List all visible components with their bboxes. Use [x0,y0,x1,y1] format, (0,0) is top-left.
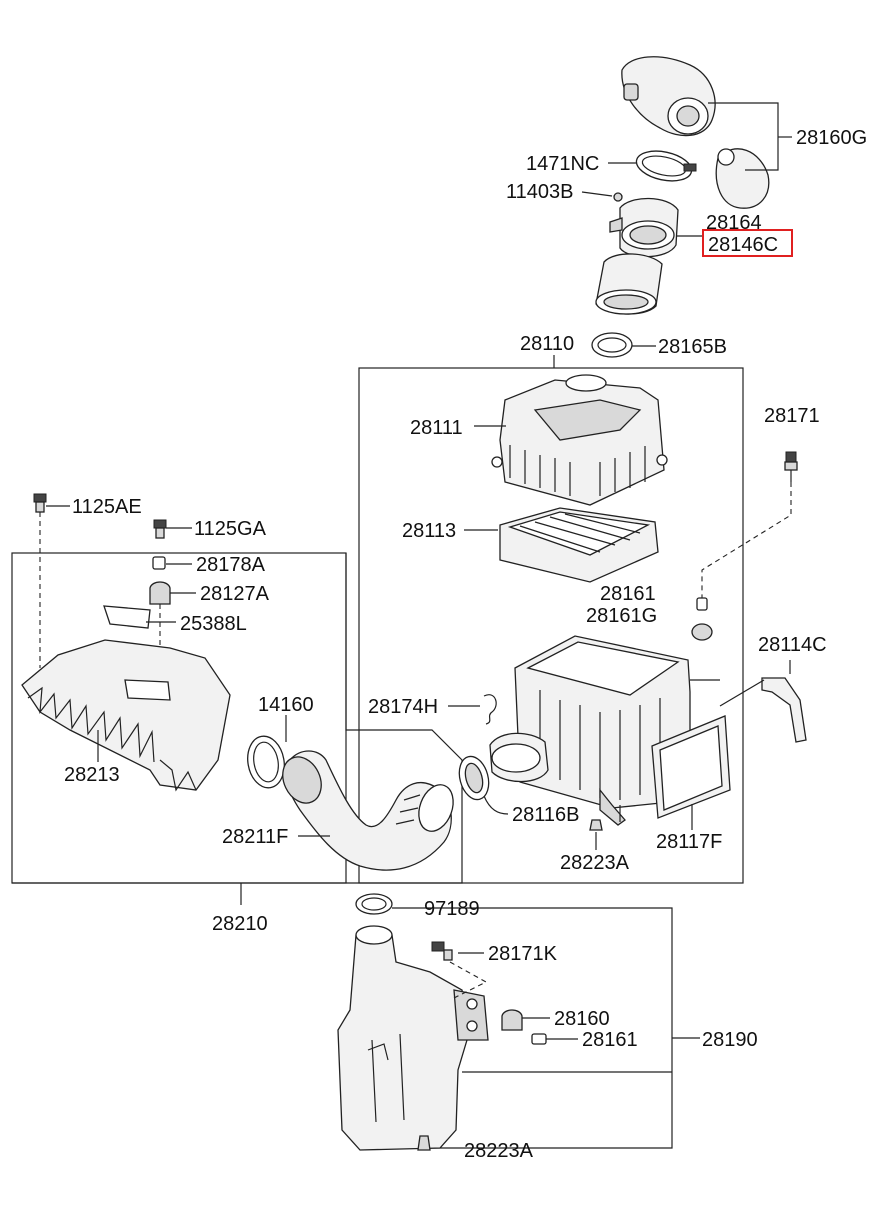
label-28174H: 28174H [368,696,438,718]
group-frames [11,355,744,905]
label-28165B: 28165B [658,336,727,358]
label-28161G: 28161G [586,605,657,627]
part-28165B-gasket [591,332,633,358]
part-28116B-seal [458,755,490,801]
label-25388L: 25388L [180,613,247,635]
label-28190: 28190 [702,1029,758,1051]
label-28178A: 28178A [196,554,266,576]
label-28161-bottom: 28161 [582,1029,638,1051]
label-28110: 28110 [520,333,574,355]
label-28223A-top: 28223A [560,852,630,874]
part-28171-bolt [784,451,798,482]
label-1125AE: 1125AE [72,496,142,518]
label-28127A: 28127A [200,583,270,605]
part-28160-grommet [501,1009,523,1031]
part-28164-sensor [609,197,679,258]
label-28171: 28171 [764,405,820,427]
label-28146C: 28146C [708,234,778,256]
part-28213-engine-cover [21,639,231,792]
frame-28110 [358,367,744,884]
label-28113: 28113 [402,520,456,542]
part-28223A-bolt-top [589,819,603,831]
part-11403B-bolt [613,192,623,202]
label-11403B: 11403B [506,181,573,203]
label-28111: 28111 [410,417,463,439]
part-97189-seal [355,893,393,915]
part-28113-filter-element [499,507,659,583]
label-28160: 28160 [554,1008,610,1030]
label-28164: 28164 [706,212,762,234]
part-1471NC-clamp [635,150,697,182]
part-1125GA-bolt [153,519,167,539]
label-14160: 14160 [258,694,314,716]
label-28223A-bottom: 28223A [464,1140,534,1162]
label-1125GA: 1125GA [194,518,267,540]
label-28117F: 28117F [656,831,722,853]
part-28161-spacer-bottom [531,1033,547,1045]
part-28160G-resonator [621,56,770,209]
part-28178A-spacer [152,556,166,570]
part-28117F-filter-door [651,715,731,819]
part-28114C-bracket [761,677,807,743]
label-1471NC: 1471NC [526,153,599,175]
label-28114C: 28114C [758,634,827,656]
part-28146C-duct [595,253,663,315]
label-28116B: 28116B [512,804,579,826]
part-14160-clamp [247,735,285,789]
labels: 28160G 1471NC 11403B 28164 28146C 28110 … [64,127,867,1162]
label-28160G: 28160G [796,127,867,149]
part-28223A-bolt-bottom [417,1135,431,1151]
part-25388L-label [103,605,151,629]
label-97189: 97189 [424,898,480,920]
label-28210: 28210 [212,913,268,935]
part-1125AE-bolt [33,493,47,513]
part-28161-grommet [691,597,713,641]
part-28127A-grommet [149,581,171,605]
part-28171K-bolt [431,941,453,961]
label-28213: 28213 [64,764,120,786]
label-28161: 28161 [600,583,656,605]
label-28211F: 28211F [222,826,288,848]
frame-28210-extension [12,553,463,884]
label-28171K: 28171K [488,943,558,965]
part-28110-lower-case [489,635,720,826]
highlight-box-28146C [702,229,793,257]
part-28211F-intake-hose [282,750,454,871]
part-28190-resonator [337,925,489,1151]
part-28111-upper-cover [491,374,668,506]
part-28174H-clip [483,694,497,725]
